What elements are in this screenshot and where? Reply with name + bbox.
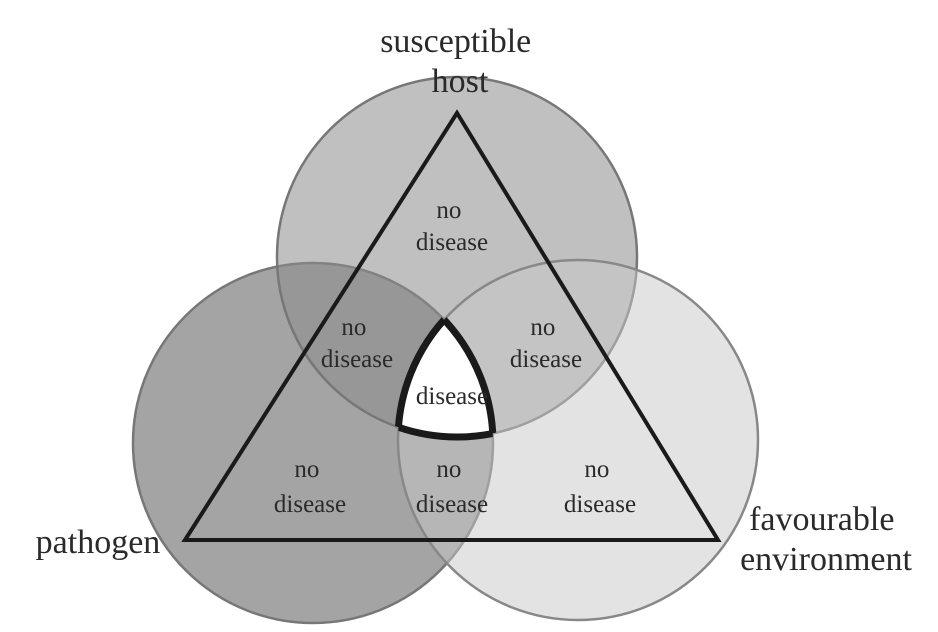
pathogen-environment-label: no disease [416,456,488,518]
disease-triangle [181,109,722,542]
pathogen-only-label: no disease [274,456,346,518]
environment-label: favourable environment [740,501,912,578]
environment-circle [396,258,760,622]
host-label: susceptible host [380,23,540,100]
center-outline-host [398,263,493,441]
host-environment-label: no disease [510,314,582,373]
host-pathogen-label: no disease [321,314,393,373]
host-only-label: no disease [416,197,488,256]
pathogen-label: pathogen [36,524,161,561]
environment-only-label: no disease [564,456,636,518]
center-label: disease [416,383,488,410]
